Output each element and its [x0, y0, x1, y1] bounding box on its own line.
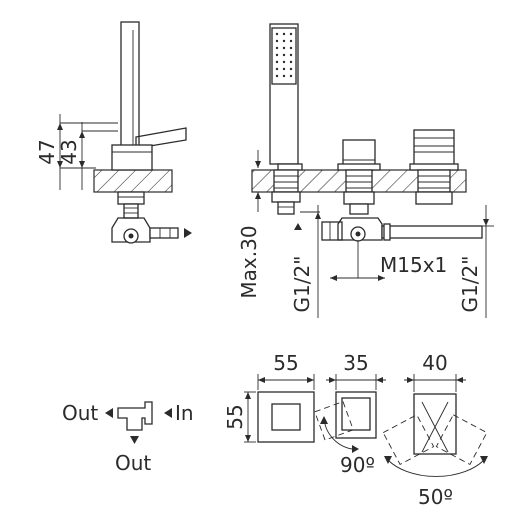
shank-right	[415, 169, 453, 205]
dimension-g12-left: G1/2"	[290, 256, 314, 313]
dimension-g12-right: G1/2"	[458, 256, 482, 313]
shower-nozzle-dots	[275, 32, 293, 78]
dimension-m15x1: M15x1	[380, 253, 447, 277]
arrow-out-left-icon	[105, 408, 113, 418]
flow-arrow-up-icon	[294, 223, 302, 230]
dimension-35: 35	[343, 351, 368, 375]
rotation-90: 90º	[340, 453, 375, 477]
flow-arrow-right-icon	[184, 228, 192, 238]
diverter-front	[413, 129, 455, 167]
shank-left	[271, 169, 301, 215]
shank-middle	[343, 169, 375, 215]
dimension-43: 43	[57, 139, 81, 164]
plan-square-base: 55 55	[223, 351, 315, 443]
dimension-max30: Max.30	[237, 225, 261, 298]
dimension-55-width: 55	[273, 351, 298, 375]
dimension-47: 47	[35, 139, 59, 164]
dimension-40: 40	[422, 351, 447, 375]
arrow-out-down-icon	[130, 436, 139, 444]
flow-label-out-left: Out	[62, 401, 98, 425]
rotation-50: 50º	[418, 485, 453, 509]
deck-section-left	[93, 169, 173, 193]
flow-label-out-bottom: Out	[115, 451, 151, 475]
side-view: 47 43	[35, 21, 192, 244]
dimension-55-height: 55	[223, 404, 247, 429]
mixer-body-front	[342, 139, 376, 167]
plan-handle-50: 40 50º	[382, 351, 488, 509]
flow-schematic: Out In Out	[62, 401, 194, 475]
plan-handle-90: 35 90º	[314, 351, 386, 477]
front-view: Max.30 G1/2" M15x1 G1/2"	[237, 23, 494, 318]
flow-label-in: In	[175, 401, 194, 425]
arrow-in-icon	[164, 408, 172, 418]
